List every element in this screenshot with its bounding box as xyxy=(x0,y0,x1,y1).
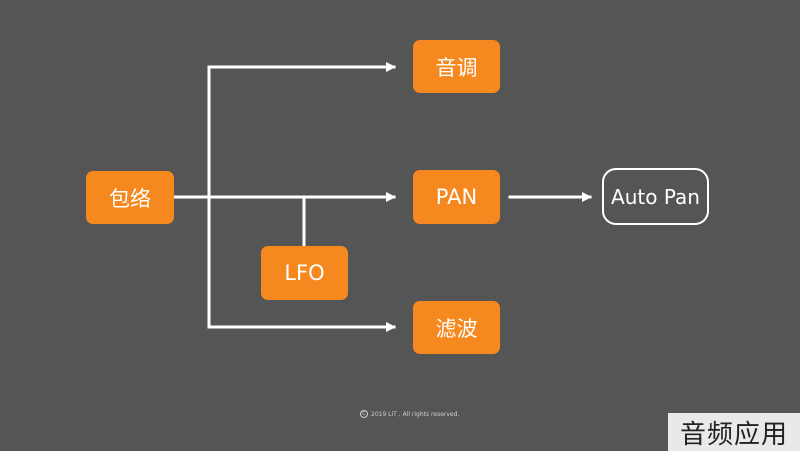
node-filter-label: 滤波 xyxy=(435,316,478,341)
watermark-label: 音频应用 xyxy=(668,413,800,451)
node-pitch-label: 音调 xyxy=(435,55,478,80)
node-auto-pan: Auto Pan xyxy=(602,168,709,225)
copyright-text: 2019 LiT , All rights reserved. xyxy=(371,410,460,418)
node-auto-pan-label: Auto Pan xyxy=(611,184,700,209)
watermark-text: 音频应用 xyxy=(679,419,788,450)
node-lfo: LFO xyxy=(261,246,348,300)
node-pitch: 音调 xyxy=(413,40,500,93)
node-lfo-label: LFO xyxy=(284,261,325,285)
node-envelope-label: 包络 xyxy=(109,186,151,211)
node-pan-label: PAN xyxy=(435,185,478,209)
copyright-icon: C xyxy=(360,410,368,418)
node-filter: 滤波 xyxy=(413,301,500,354)
copyright-notice: C 2019 LiT , All rights reserved. xyxy=(360,410,459,418)
node-envelope: 包络 xyxy=(86,171,174,224)
node-pan: PAN xyxy=(413,170,500,224)
